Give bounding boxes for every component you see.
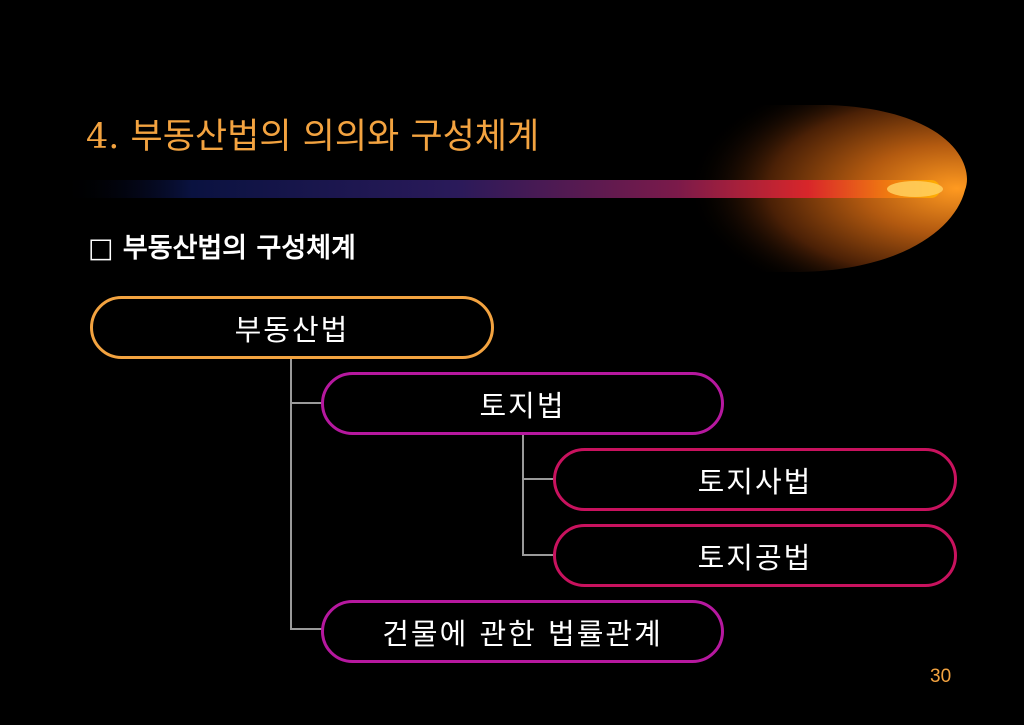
section-subtitle: □ 부동산법의 구성체계 [88, 233, 356, 264]
node-building-law: 건물에 관한 법률관계 [321, 600, 724, 663]
node-land-law: 토지법 [321, 372, 724, 435]
page-number: 30 [930, 666, 952, 687]
slide-title: 4. 부동산법의 의의와 구성체계 [86, 117, 540, 157]
connector-to-land-public-law [522, 554, 554, 556]
connector-land-vertical [522, 434, 524, 556]
connector-to-building-law [290, 628, 322, 630]
comet-core [887, 181, 943, 197]
node-land-public-law: 토지공법 [553, 524, 957, 587]
node-land-private-law: 토지사법 [553, 448, 957, 511]
connector-root-vertical [290, 358, 292, 630]
node-real-estate-law: 부동산법 [90, 296, 494, 359]
connector-to-land-private-law [522, 478, 554, 480]
comet-tail [60, 180, 940, 198]
connector-to-land-law [290, 402, 322, 404]
